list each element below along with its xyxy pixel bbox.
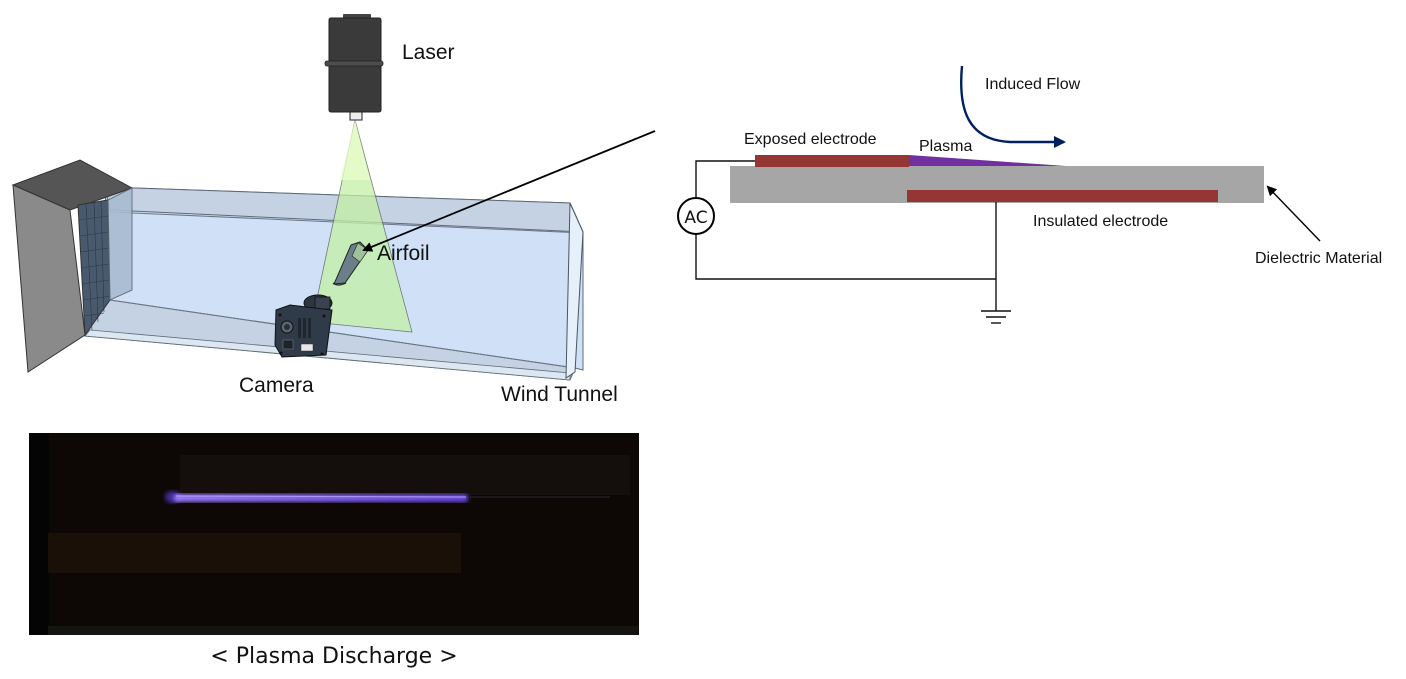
label-induced-flow: Induced Flow [985,76,1081,93]
airfoil-callout-arrow [362,130,656,252]
inlet-side [12,184,86,373]
label-plasma: Plasma [919,138,972,155]
plasma-discharge-photo [29,433,639,635]
camera-device [274,294,333,358]
label-laser: Laser [402,41,455,64]
laser-device [324,14,384,121]
insulated-electrode [907,190,1218,202]
label-insulated-electrode: Insulated electrode [1033,213,1168,230]
ac-source-label: AC [684,208,707,228]
label-exposed-electrode: Exposed electrode [744,131,877,148]
exposed-electrode [755,155,909,167]
label-wind-tunnel: Wind Tunnel [501,383,618,406]
label-dielectric-material: Dielectric Material [1255,250,1382,267]
induced-flow-arrow [960,65,1066,148]
plasma-actuator-schematic: Induced Flow AC Exposed electrode Plasma… [677,65,1382,324]
plasma-region [909,155,1066,166]
honeycomb-grid-lines [78,200,111,331]
dielectric-callout-arrow [1266,185,1321,242]
label-camera: Camera [239,374,314,397]
circuit-wiring [695,160,1011,324]
tunnel-end-panel [565,202,584,379]
ac-source: AC [677,197,715,235]
wind-tunnel-setup: Laser Airfoil Camera Wind Tunnel [11,14,656,406]
plasma-discharge-glow [174,494,468,502]
label-airfoil: Airfoil [377,242,430,265]
photo-caption: < Plasma Discharge > [210,644,458,669]
